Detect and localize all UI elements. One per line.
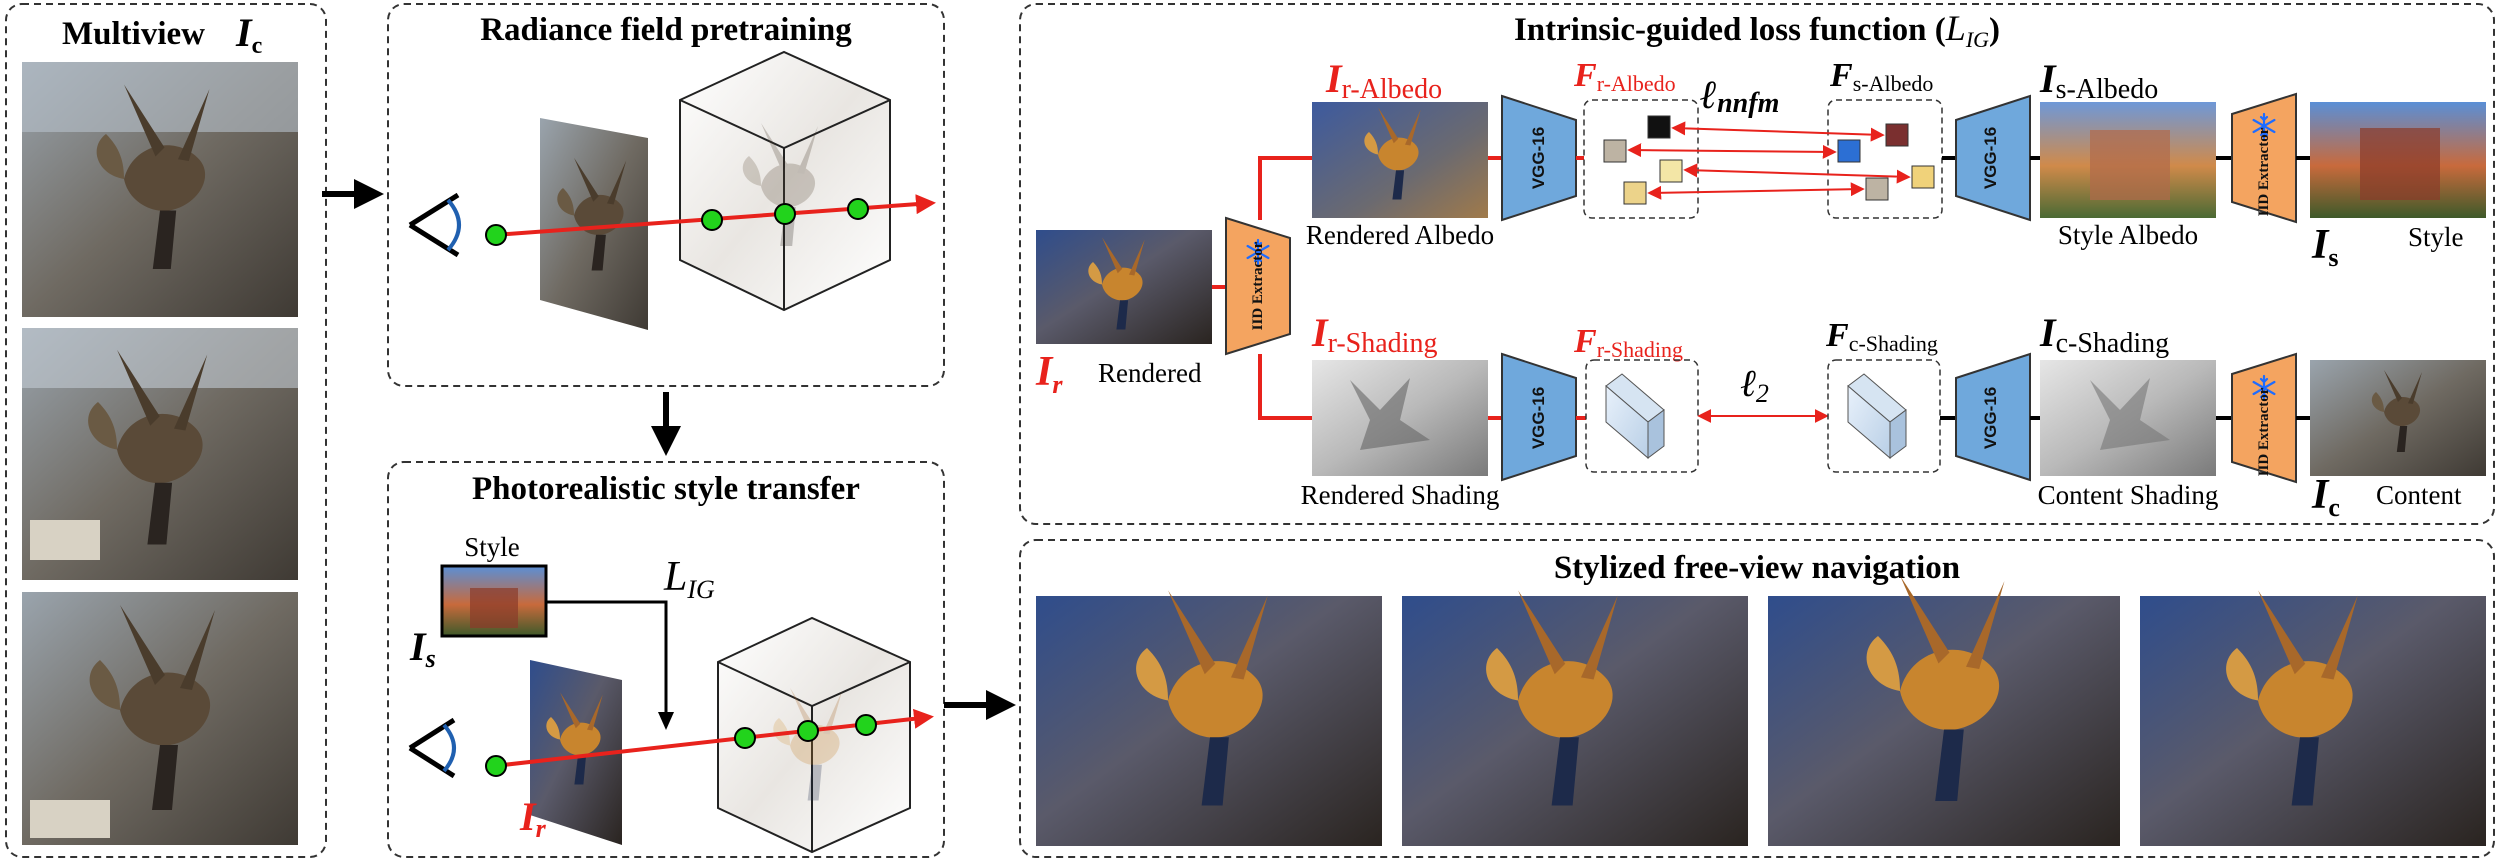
iid-extractor-left: IID Extractor [1225,216,1291,356]
pretraining-image-plane [540,118,648,330]
style-label: Style [464,532,520,562]
svg-text:IID Extractor: IID Extractor [1250,241,1266,330]
loss-connector [546,600,668,722]
feature-patch [1659,159,1683,183]
style-albedo-caption: Style Albedo [2058,220,2198,250]
navigation-panel [1019,539,2495,858]
feature-patch [1623,181,1647,205]
content-image-loss [2310,360,2486,476]
ray-point [774,203,796,225]
rendered-caption: Rendered [1098,358,1202,388]
svg-text:VGG-16: VGG-16 [1529,387,1548,449]
style-image-loss [2310,102,2486,218]
shading-rendered-symbol: Ir-Shading [1311,310,1437,359]
ray-point [734,727,756,749]
pretraining-title: Radiance field pretraining [480,12,852,48]
style-symbol: Is [409,624,436,673]
multiview-panel [5,3,327,858]
albedo-feature-r-box [1583,99,1699,219]
match-arrow [1683,163,1911,184]
shading-feature-r-box [1585,359,1699,473]
eye-icon [408,192,461,258]
loss-title: Intrinsic-guided loss function (LIG) [1514,8,2000,52]
style-albedo-image [2040,102,2216,218]
eye-icon [408,717,456,779]
rendered-albedo-caption: Rendered Albedo [1306,220,1494,250]
transfer-rendered-symbol: Ir [519,794,547,843]
vgg-encoder-albedo-style: VGG-16 [1955,94,2031,222]
vgg-encoder-shading-content: VGG-16 [1955,352,2031,482]
ray-point [855,714,877,736]
ray-point [847,198,869,220]
shading-loss-symbol: ℓ2 [1740,363,1769,408]
ray-point [485,755,507,777]
albedo-feat-s-symbol: Fs-Albedo [1829,57,1933,96]
albedo-loss-symbol: ℓnnfm [1700,72,1779,119]
multiview-image-3 [22,592,298,845]
pretraining-panel [387,3,945,387]
match-arrow [1671,121,1885,142]
style-end-symbol: Is [2311,222,2338,272]
stylized-view-3 [1768,575,2120,846]
shading-feat-r-symbol: Fr-Shading [1573,323,1683,362]
rendered-shading-image [1312,360,1488,476]
rendered-image [1036,230,1212,344]
feature-patch [1885,123,1909,147]
feature-patch [1603,139,1627,163]
transfer-image-plane [530,660,622,845]
style-albedo-symbol: Is-Albedo [2039,56,2158,105]
match-arrow [1627,143,1837,159]
feature-patch [1911,165,1935,189]
rendered-shading-caption: Rendered Shading [1301,480,1500,510]
feature-block [1605,373,1665,460]
multiview-image-2 [22,328,298,580]
content-end-symbol: Ic [2311,472,2340,522]
multiview-image-1 [22,62,298,317]
ray-point [797,720,819,742]
style-end-caption: Style [2408,222,2464,252]
feature-patch [1647,115,1671,139]
iid-extractor-content: IID Extractor [2231,352,2297,484]
feature-patch [1865,177,1889,201]
svg-text:VGG-16: VGG-16 [1981,387,2000,449]
albedo-rendered-symbol: Ir-Albedo [1325,56,1442,105]
loss-panel [1019,3,2495,525]
multiview-symbol: Ic [235,10,263,59]
shading-feat-c-symbol: Fc-Shading [1825,317,1938,356]
stylized-view-1 [1036,590,1382,846]
rendered-albedo-image [1312,102,1488,218]
vgg-encoder-shading-rendered: VGG-16 [1501,352,1577,482]
svg-text:IID Extractor: IID Extractor [2256,127,2272,216]
stylized-view-4 [2140,590,2486,846]
cube-icon [679,50,891,312]
shading-feature-c-box [1827,359,1941,473]
content-shading-caption: Content Shading [2038,480,2219,510]
transfer-title: Photorealistic style transfer [472,471,860,507]
iid-extractor-style: IID Extractor [2231,92,2297,224]
ray-point [701,209,723,231]
svg-text:VGG-16: VGG-16 [1529,127,1548,189]
svg-text:IID Extractor: IID Extractor [2256,387,2272,476]
content-shading-image [2040,360,2216,476]
match-arrow [1647,182,1865,200]
vgg-encoder-albedo-rendered: VGG-16 [1501,94,1577,222]
transfer-loss-symbol: LIG [663,554,715,604]
feature-patch [1837,139,1861,163]
content-end-caption: Content [2376,480,2462,510]
navigation-title: Stylized free-view navigation [1554,550,1960,586]
style-image [440,564,548,638]
stylized-view-2 [1402,590,1748,846]
ray-point [485,224,507,246]
multiview-title: Multiview [62,16,205,52]
feature-block [1847,373,1907,460]
content-shading-symbol: Ic-Shading [2039,310,2169,359]
rendered-symbol: Ir [1035,349,1063,399]
svg-text:VGG-16: VGG-16 [1981,127,2000,189]
albedo-feat-r-symbol: Fr-Albedo [1573,57,1676,96]
